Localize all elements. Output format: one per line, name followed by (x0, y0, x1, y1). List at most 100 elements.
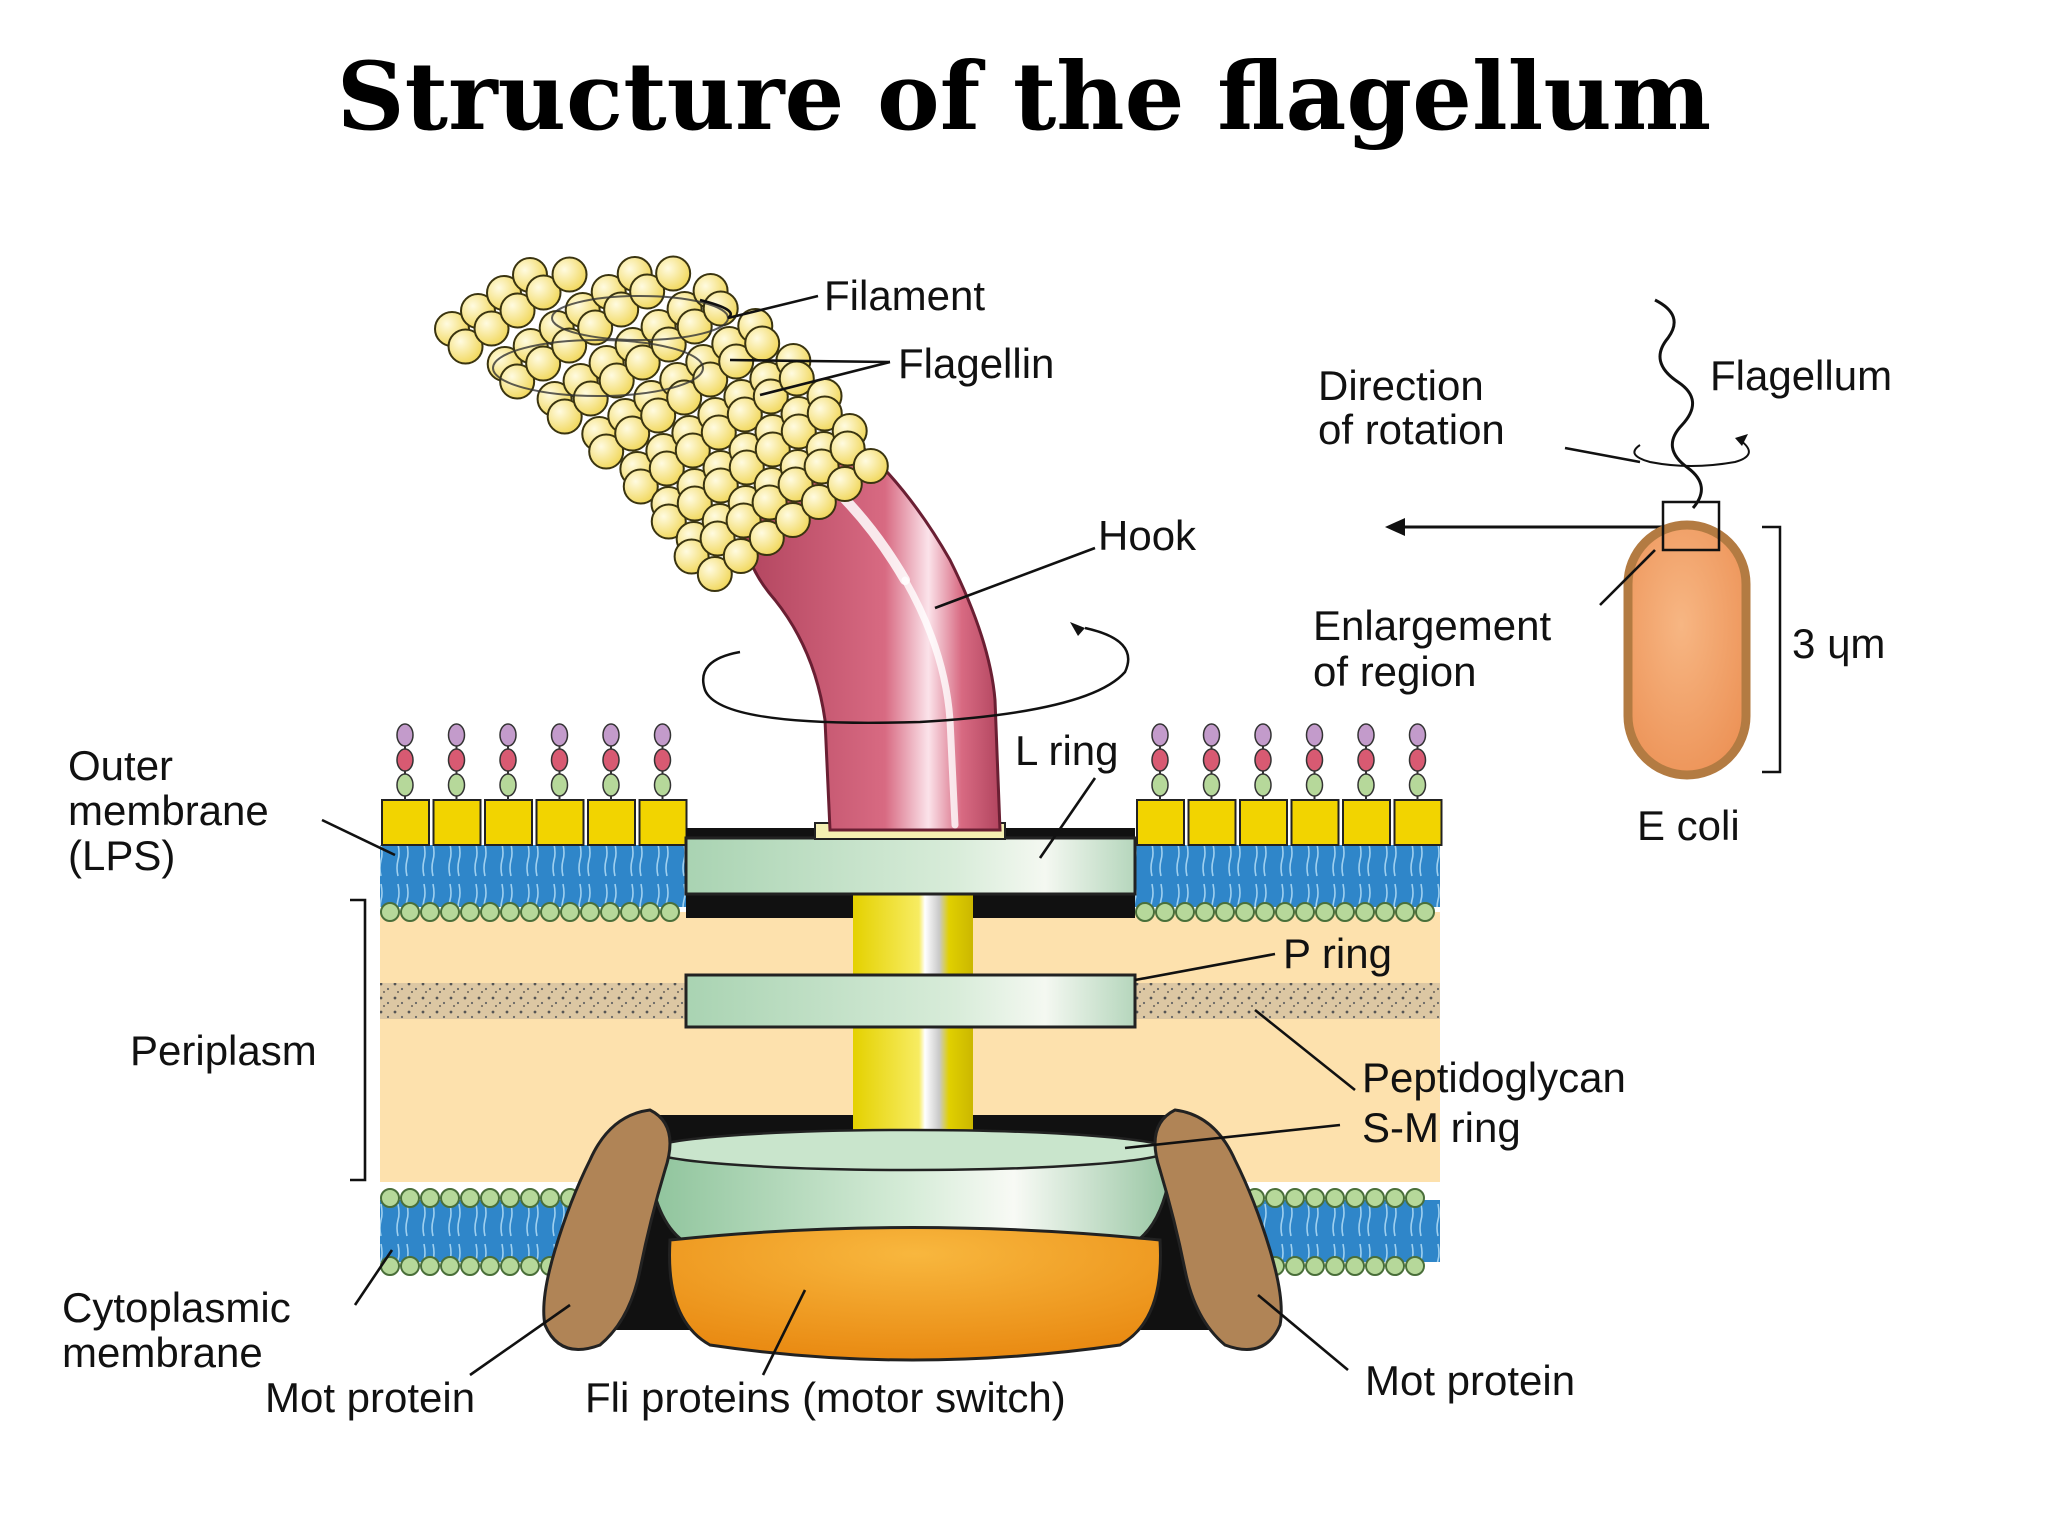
lipid-head (480, 1188, 500, 1208)
flagellin-bead (603, 291, 640, 328)
flagellin-bead (551, 256, 588, 293)
lipid-head (1315, 902, 1335, 922)
label-cytoplasmic-membrane: Cytoplasmic membrane (62, 1284, 302, 1376)
lps-sugar (1254, 773, 1272, 797)
lps-sugar (1202, 723, 1221, 747)
flagellin-bead (676, 308, 713, 345)
l-ring (684, 822, 1137, 896)
lipid-head (440, 902, 460, 922)
flagellin-bead (598, 362, 635, 399)
inset-label-ecoli: E coli (1637, 802, 1740, 849)
lps-sugar (550, 748, 569, 772)
lps-sugar (1357, 773, 1375, 797)
flagellin-bead (572, 380, 609, 417)
lipid-head (620, 902, 640, 922)
flagellin-bead (806, 395, 843, 432)
flagellin-bead (650, 503, 687, 540)
flagellin-bead (774, 502, 811, 538)
lps-sugar (499, 773, 517, 797)
ecoli-inset (1385, 298, 1782, 780)
lipid-head (420, 1188, 440, 1208)
mot-protein-right-shape (1153, 1108, 1283, 1351)
flagellin-bead (800, 484, 837, 520)
lps-sugar (396, 748, 414, 772)
lps-core-block (638, 799, 688, 846)
lipid-head (1405, 1256, 1425, 1276)
lipid-head (1365, 1188, 1385, 1208)
lipid-head (500, 902, 520, 922)
lps-sugar (653, 723, 672, 747)
label-mot-protein-left: Mot protein (265, 1374, 475, 1421)
lps-sugar (1254, 748, 1272, 772)
lps-sugar (447, 748, 466, 772)
label-filament: Filament (824, 272, 985, 319)
flagellin-bead (499, 363, 536, 400)
lipid-head (400, 902, 420, 922)
hook (742, 443, 1002, 832)
lipid-head (560, 902, 580, 922)
lipid-head (480, 902, 500, 922)
lps-sugar (447, 723, 466, 747)
lipid-head (1405, 1188, 1425, 1208)
lps-sugar (499, 748, 517, 772)
lipid-head (460, 902, 480, 922)
lps-core-block (1136, 799, 1185, 846)
lipid-head (1335, 902, 1355, 922)
lipid-head (1195, 902, 1215, 922)
inset-label-direction: Direction of rotation (1318, 362, 1505, 453)
lps-sugar (1305, 773, 1324, 797)
lps-sugar (1202, 773, 1221, 797)
lipid-head (500, 1188, 520, 1208)
lipid-head (1265, 1188, 1285, 1208)
flagellin-bead (752, 378, 789, 415)
flagellin-bead (614, 415, 651, 452)
lps-sugar (1408, 723, 1427, 747)
lipid-head (1255, 902, 1275, 922)
lipid-head (420, 902, 440, 922)
label-periplasm: Periplasm (130, 1027, 317, 1074)
flagellin-bead (722, 538, 759, 574)
inset-label-enlargement: Enlargement of region (1313, 602, 1563, 695)
label-sm-ring: S-M ring (1362, 1104, 1521, 1151)
lps-sugar (1408, 748, 1427, 772)
lipid-head (380, 1188, 400, 1208)
outer-membrane-right (1135, 723, 1443, 922)
scale-bar (1762, 525, 1782, 774)
flagellin-bead (700, 414, 737, 451)
flagellin-bead (447, 328, 484, 365)
flagellin-bead (473, 310, 510, 347)
lipid-head (1285, 1256, 1305, 1276)
lps-sugar (602, 723, 620, 747)
lps-core-block (1342, 799, 1391, 846)
lps-sugar (1254, 723, 1272, 747)
label-p-ring: P ring (1283, 930, 1392, 977)
lps-core-block (535, 799, 585, 846)
flagellin-bead (666, 379, 703, 416)
flagellin-bead (748, 520, 785, 556)
lipid-head (460, 1188, 480, 1208)
enlargement-box (1661, 500, 1721, 552)
lipid-head (1285, 1188, 1305, 1208)
inset-label-scale: 3 ɥm (1792, 620, 1885, 667)
flagellin-bead (674, 432, 711, 469)
lps-sugar (653, 748, 672, 772)
lps-sugar (602, 773, 620, 797)
lps-sugar (499, 723, 517, 747)
flagellin-bead (525, 345, 562, 382)
lps-sugar (447, 773, 466, 797)
p-ring (684, 973, 1137, 1029)
lps-core-block (1290, 799, 1340, 846)
flagellin-bead (629, 273, 666, 310)
ecoli-cell (1623, 520, 1751, 780)
lipid-head (540, 902, 560, 922)
inset-rotation-arrow (1633, 439, 1750, 467)
lps-core-block (1187, 799, 1237, 846)
lipid-head (1155, 902, 1175, 922)
diagram-title: Structure of the flagellum (336, 42, 1712, 152)
lipid-head (1345, 1188, 1365, 1208)
lipid-head (1235, 902, 1255, 922)
flagellin-bead (551, 327, 588, 364)
lps-sugar (1408, 773, 1427, 797)
lipid-head (480, 1256, 500, 1276)
flagellin-bead (754, 431, 791, 468)
